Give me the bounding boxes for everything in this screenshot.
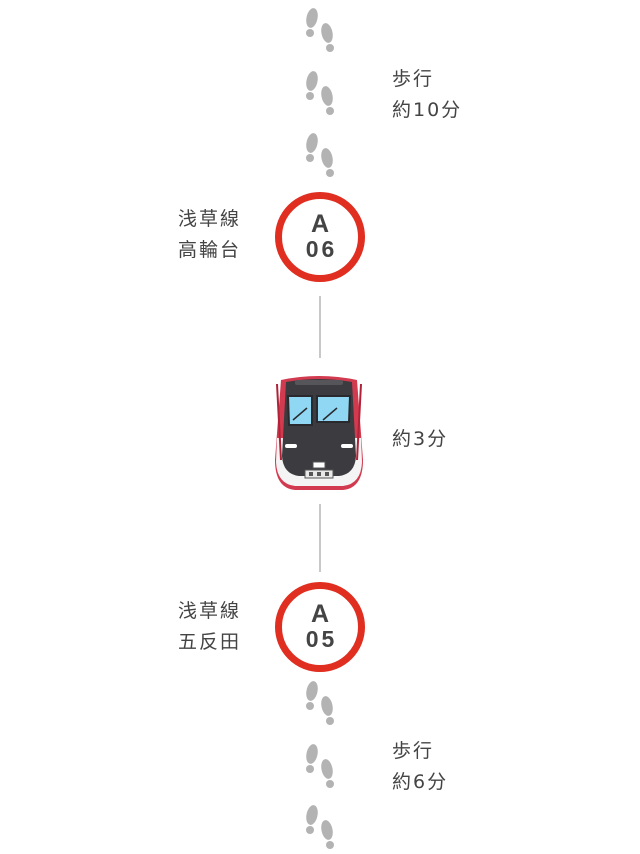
ride-duration-label: 約3分 [392, 424, 448, 455]
footprints-icon [306, 8, 334, 52]
walk-to-station-label: 歩行 約10分 [392, 64, 462, 126]
route-connector-line [319, 504, 321, 572]
departure-station-label: 浅草線 高輪台 [178, 204, 241, 266]
walk-mode-text: 歩行 [392, 740, 435, 762]
line-code: A [310, 210, 330, 238]
walk-mode-text: 歩行 [392, 68, 435, 90]
walk-from-station-label: 歩行 約6分 [392, 736, 448, 798]
line-code: A [310, 600, 330, 628]
route-connector-line [319, 296, 321, 358]
walk-duration-text: 約6分 [392, 771, 449, 793]
station-number: 06 [305, 236, 338, 262]
footprints-icon [306, 71, 334, 115]
station-number: 05 [305, 626, 338, 652]
line-name: 浅草線 [178, 600, 242, 622]
line-name: 浅草線 [178, 208, 242, 230]
arrival-station-label: 浅草線 五反田 [178, 596, 241, 658]
station-number-badge: A 06 [275, 192, 365, 282]
footprints-icon [306, 805, 334, 849]
train-icon [275, 376, 363, 490]
station-number-badge: A 05 [275, 582, 365, 672]
footprints-icon [306, 681, 334, 725]
walk-duration-text: 約10分 [392, 99, 463, 121]
ride-duration-text: 約3分 [392, 428, 449, 450]
footprints-icon [306, 744, 334, 788]
footprints-icon [306, 133, 334, 177]
station-name: 五反田 [178, 631, 242, 653]
station-name: 高輪台 [178, 239, 242, 261]
